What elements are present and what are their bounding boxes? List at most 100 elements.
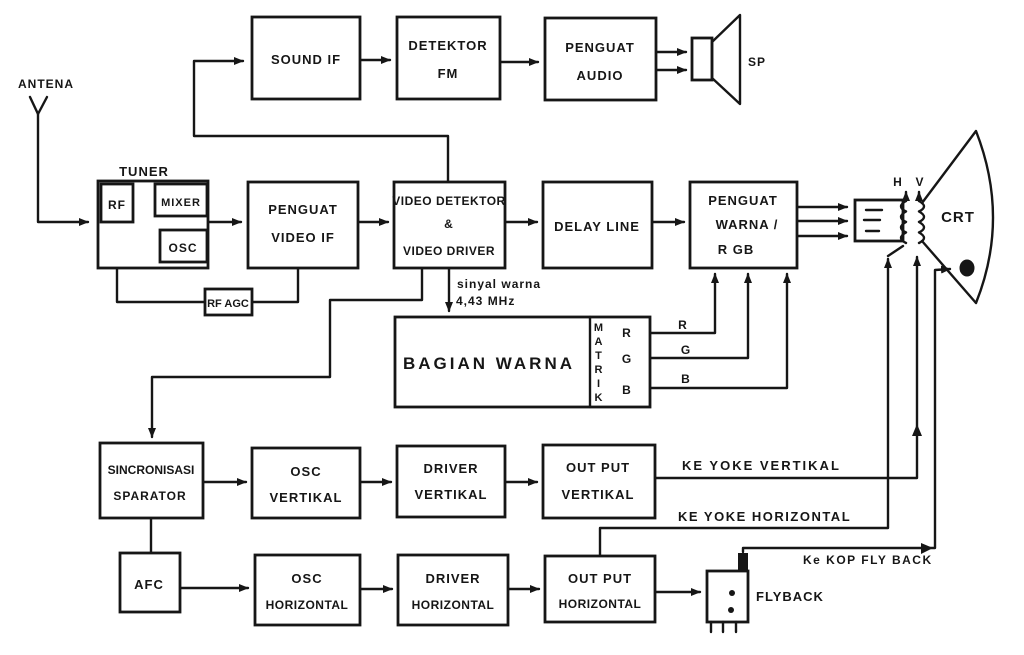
crt-anode-dot <box>959 259 975 277</box>
flyback-top-terminal <box>738 553 748 571</box>
tuner-label: TUNER <box>119 164 169 179</box>
osc-horizontal-box <box>253 553 362 627</box>
sinyal-warna-label-2: 4,43 MHz <box>456 294 515 308</box>
node-driver-vertikal: DRIVER VERTIKAL <box>395 444 507 519</box>
node-sincronisasi-sparator: SINCRONISASI SPARATOR <box>98 441 205 520</box>
ke-yoke-vertikal-label: KE YOKE VERTIKAL <box>682 458 841 473</box>
wire-matrik-b <box>648 272 791 390</box>
matrik-letter-m: M <box>594 322 604 334</box>
crt-funnel <box>920 129 995 305</box>
yoke-h-label: H <box>893 175 903 189</box>
arrowhead-kop-corner <box>921 543 933 554</box>
wire-pvif-rfagc <box>250 266 300 304</box>
node-penguat-warna: PENGUAT WARNA / R GB <box>688 180 799 270</box>
rf-agc-label: RF AGC <box>207 298 249 310</box>
driver-horizontal-label-1: DRIVER <box>425 571 480 586</box>
output-vertikal-box <box>541 443 657 520</box>
detektor-fm-label-1: DETEKTOR <box>408 38 487 53</box>
speaker-icon: SP <box>690 13 765 106</box>
penguat-audio-label-1: PENGUAT <box>565 40 635 55</box>
node-osc-horizontal: OSC HORIZONTAL <box>253 553 362 627</box>
node-tuner: TUNER RF MIXER OSC <box>96 164 210 270</box>
antenna-icon: ANTENA <box>18 77 74 116</box>
node-delay-line: DELAY LINE <box>541 180 654 270</box>
sound-if-label: SOUND IF <box>271 52 341 67</box>
penguat-video-if-label-1: PENGUAT <box>268 202 338 217</box>
node-video-detektor: VIDEO DETEKTOR & VIDEO DRIVER <box>392 180 507 270</box>
flyback-dot-1 <box>729 590 735 596</box>
video-detektor-box <box>392 180 507 270</box>
matrik-out-r: R <box>622 326 632 340</box>
osc-vertikal-label-2: VERTIKAL <box>270 490 343 505</box>
matrik-out-g: G <box>622 352 632 366</box>
tuner-rf-box <box>99 182 135 224</box>
wire-ke-kop-flyback <box>741 265 952 554</box>
penguat-warna-box <box>688 180 799 270</box>
flyback-box <box>705 569 750 624</box>
driver-vertikal-label-1: DRIVER <box>423 461 478 476</box>
matrik-out-b: B <box>622 383 632 397</box>
osc-vertikal-box <box>250 446 362 520</box>
output-horizontal-label-1: OUT PUT <box>568 571 632 586</box>
yoke-v-label: V <box>915 175 924 189</box>
matrik-letter-k: K <box>595 392 604 404</box>
wire-ke-yoke-horizontal <box>598 257 892 558</box>
node-penguat-audio: PENGUAT AUDIO <box>543 16 658 102</box>
flyback-icon: FLYBACK <box>705 553 823 634</box>
osc-vertikal-label-1: OSC <box>290 464 321 479</box>
penguat-video-if-label-2: VIDEO IF <box>271 230 335 245</box>
wire-videodet-sync <box>148 266 424 439</box>
wire-label-b: B <box>681 372 691 386</box>
penguat-warna-label-1: PENGUAT <box>708 193 778 208</box>
node-rf-agc: RF AGC <box>203 287 254 317</box>
output-vertikal-label-2: VERTIKAL <box>562 487 635 502</box>
antenna-dipole <box>28 95 49 116</box>
bagian-warna-label: BAGIAN WARNA <box>403 354 575 373</box>
penguat-audio-box <box>543 16 658 102</box>
output-horizontal-box <box>543 554 657 624</box>
osc-horizontal-label-2: HORIZONTAL <box>266 598 349 612</box>
matrik-outputs: R G B <box>622 326 632 397</box>
right-wire-labels: KE YOKE VERTIKAL KE YOKE HORIZONTAL Ke K… <box>678 458 933 567</box>
yoke-coil-v-icon <box>917 199 926 245</box>
annotation-sinyal-warna: sinyal warna 4,43 MHz <box>456 277 540 308</box>
delay-line-label: DELAY LINE <box>554 219 640 234</box>
tuner-mixer-label: MIXER <box>161 197 201 209</box>
sound-if-box <box>250 15 362 101</box>
penguat-video-if-box <box>246 180 360 270</box>
matrik-letters: M A T R I K <box>594 322 604 404</box>
node-output-vertikal: OUT PUT VERTIKAL <box>541 443 657 520</box>
ke-kop-flyback-label: Ke KOP FLY BACK <box>803 553 933 567</box>
node-output-horizontal: OUT PUT HORIZONTAL <box>543 554 657 624</box>
flyback-dot-2 <box>728 607 734 613</box>
afc-box <box>118 551 182 614</box>
driver-vertikal-label-2: VERTIKAL <box>415 487 488 502</box>
wire-antenna-to-tuner <box>36 112 90 226</box>
driver-vertikal-box <box>395 444 507 519</box>
speaker-driver <box>690 36 714 82</box>
wire-label-g: G <box>681 343 691 357</box>
driver-horizontal-box <box>396 553 510 627</box>
wire-label-r: R <box>678 318 688 332</box>
matrik-letter-a: A <box>595 336 604 348</box>
video-detektor-label-3: VIDEO DRIVER <box>403 244 495 258</box>
node-osc-vertikal: OSC VERTIKAL <box>250 446 362 520</box>
yoke-coil-h-icon <box>899 199 908 245</box>
antena-label: ANTENA <box>18 77 74 91</box>
wire-video-to-soundif <box>192 57 450 184</box>
delay-line-box <box>541 180 654 270</box>
penguat-warna-label-2: WARNA / <box>716 217 779 232</box>
ke-yoke-horizontal-label: KE YOKE HORIZONTAL <box>678 509 851 524</box>
osc-horizontal-label-1: OSC <box>291 571 322 586</box>
video-detektor-label-2: & <box>444 217 454 231</box>
wires <box>36 48 952 596</box>
penguat-warna-label-3: R GB <box>718 242 755 257</box>
arrowhead-yoke-v-mid <box>912 424 922 436</box>
matrik-letter-i: I <box>597 378 601 390</box>
output-horizontal-label-2: HORIZONTAL <box>559 597 642 611</box>
node-penguat-video-if: PENGUAT VIDEO IF <box>246 180 360 270</box>
tuner-osc-label: OSC <box>168 241 197 255</box>
crt-label: CRT <box>941 209 975 226</box>
